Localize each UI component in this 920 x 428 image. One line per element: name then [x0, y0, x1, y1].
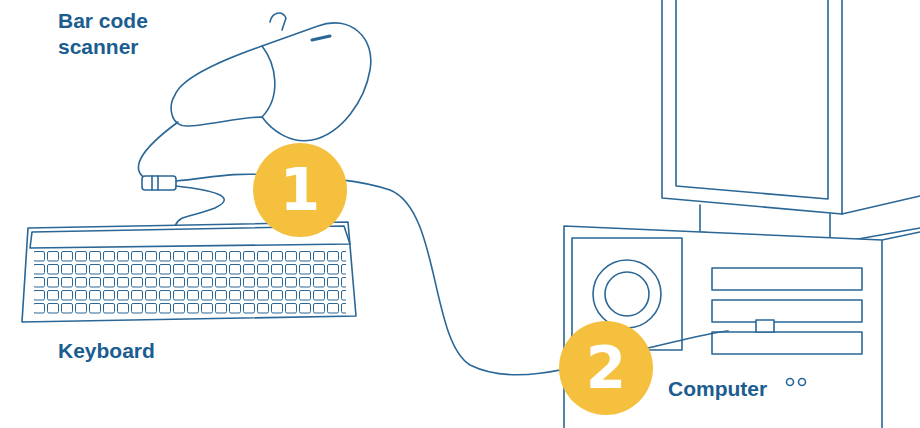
scanner-body — [171, 23, 371, 141]
case-led — [787, 379, 794, 386]
keyboard-keys — [34, 250, 346, 314]
part-name: Computer — [668, 376, 888, 402]
monitor-screen — [676, 0, 828, 199]
plug-grip — [152, 176, 158, 190]
scanner-cable — [138, 122, 178, 180]
keyboard-body — [22, 222, 356, 322]
drive-slot — [712, 300, 862, 322]
fan-hub — [605, 272, 649, 316]
callout-circle: 1 — [253, 143, 347, 237]
port-plug — [756, 320, 774, 332]
part-name: Bar code scanner — [58, 8, 168, 60]
part-name: Keyboard — [58, 338, 258, 364]
monitor-front — [662, 0, 842, 214]
drive-slot — [712, 332, 862, 354]
case-led — [799, 379, 806, 386]
drive-slot — [712, 268, 862, 290]
cable-plug — [142, 176, 176, 190]
keyboard-cable — [175, 186, 224, 226]
fan-ring — [593, 260, 661, 328]
scanner-seam — [262, 46, 275, 117]
callout-number: 1 — [280, 161, 320, 219]
scanner-logo — [312, 36, 330, 40]
callout-number: 2 — [586, 339, 626, 397]
callout-circle: 2 — [559, 321, 653, 415]
monitor-side — [842, 196, 920, 214]
scanner-trigger — [270, 13, 286, 30]
